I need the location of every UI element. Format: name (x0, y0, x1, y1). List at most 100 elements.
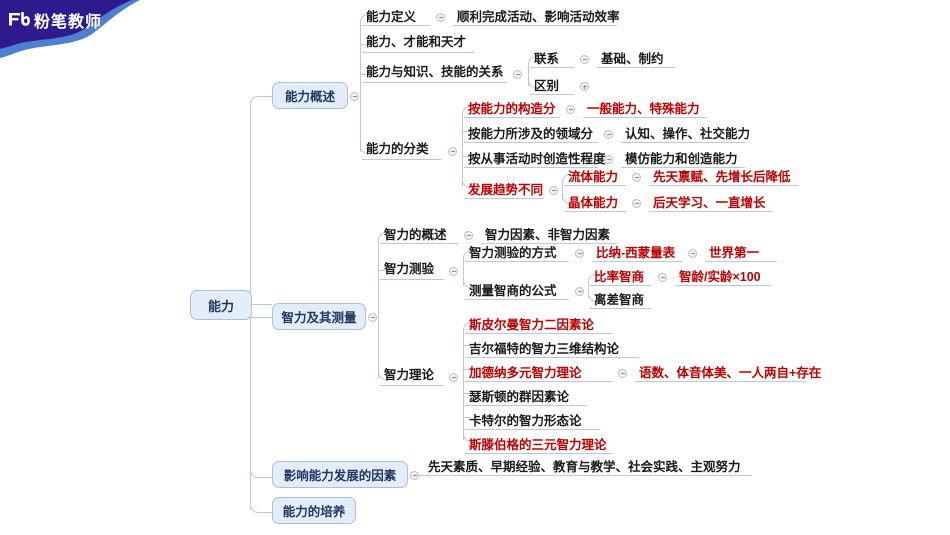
connector-elbow-factors (250, 468, 273, 478)
node-branch-intelligence[interactable]: 智力及其测量 (272, 303, 366, 330)
node-branch-overview-label: 能力概述 (284, 90, 335, 104)
toggle-intelligence[interactable] (368, 313, 377, 322)
node-theory-thurstone[interactable]: 瑟斯顿的群因素论 (469, 390, 570, 404)
node-branch-factors[interactable]: 影响能力发展的因素 (272, 461, 408, 488)
connector-trend-spine (562, 182, 563, 200)
node-fluid-ability-detail[interactable]: 先天禀赋、先增长后降低 (653, 170, 791, 184)
connector-elbow-def (360, 14, 371, 24)
underline-intelligence-overview (380, 243, 458, 244)
node-classify-by-domain[interactable]: 按能力所涉及的领域分 (468, 127, 594, 141)
toggle-binet-simon-scale[interactable] (688, 249, 697, 258)
toggle-iq-formula[interactable] (575, 287, 584, 296)
connector-stub-guilford (463, 345, 471, 346)
node-root-label: 能力 (207, 298, 234, 314)
underline-binet-simon-scale (592, 261, 682, 262)
toggle-overview[interactable] (350, 92, 359, 101)
underline-relation-difference (530, 94, 574, 95)
toggle-intelligence-test[interactable] (449, 267, 458, 276)
node-iq-formula[interactable]: 测量智商的公式 (469, 284, 557, 298)
toggle-ability-classification[interactable] (448, 147, 457, 156)
underline-theory-gardner-detail (635, 381, 807, 382)
underline-theory-spearman (465, 333, 613, 334)
connector-intelligence-spine (378, 240, 379, 378)
node-relation-link-detail[interactable]: 基础、制约 (601, 52, 664, 66)
underline-iq-formula (465, 299, 569, 300)
toggle-fluid-ability[interactable] (632, 173, 641, 182)
node-ability-classification[interactable]: 能力的分类 (366, 142, 429, 156)
toggle-ratio-iq[interactable] (658, 273, 667, 282)
underline-theory-sternberg (465, 453, 613, 454)
connector-iqformula-spine (588, 282, 589, 298)
underline-theory-guilford (465, 357, 639, 358)
underline-ratio-iq-formula (675, 285, 771, 286)
connector-elbow-deviation-iq (588, 292, 597, 302)
node-root[interactable]: 能力 (190, 290, 252, 320)
node-intelligence-theory[interactable]: 智力理论 (384, 368, 435, 382)
connector-stub-domain (462, 131, 470, 132)
toggle-intelligence-theory[interactable] (449, 373, 458, 382)
underline-ratio-iq (590, 285, 652, 286)
toggle-relation-difference[interactable] (580, 82, 589, 91)
node-theory-gardner-detail[interactable]: 语数、体音体美、一人两自+存在 (639, 366, 822, 380)
connector-stub-creativity (462, 156, 470, 157)
node-intelligence-overview[interactable]: 智力的概述 (384, 228, 447, 242)
node-ratio-iq[interactable]: 比率智商 (594, 270, 645, 284)
node-classify-by-trend[interactable]: 发展趋势不同 (468, 183, 544, 197)
toggle-test-method[interactable] (575, 249, 584, 258)
node-classify-creativity-detail[interactable]: 模仿能力和创造能力 (625, 152, 738, 166)
node-factors-detail[interactable]: 先天素质、早期经验、教育与教学、社会实践、主观努力 (428, 460, 741, 474)
connector-elbow-difference (528, 78, 537, 88)
node-relation-difference[interactable]: 区别 (534, 79, 560, 93)
toggle-factors[interactable] (410, 471, 419, 480)
node-crystal-ability[interactable]: 晶体能力 (568, 196, 619, 210)
node-world-first[interactable]: 世界第一 (709, 246, 760, 260)
node-deviation-iq[interactable]: 离差智商 (594, 293, 645, 307)
toggle-classify-by-creativity[interactable] (604, 155, 613, 164)
node-fluid-ability[interactable]: 流体能力 (568, 170, 619, 184)
connector-elbow-classify (360, 144, 371, 154)
connector-stub-thurstone (463, 393, 471, 394)
connector-overview-spine (360, 22, 361, 152)
node-ability-talent-genius[interactable]: 能力、才能和天才 (366, 35, 467, 49)
toggle-classify-by-domain[interactable] (604, 130, 613, 139)
node-theory-cattell[interactable]: 卡特尔的智力形态论 (469, 414, 582, 428)
toggle-ability-knowledge-relation[interactable] (513, 70, 522, 79)
node-intelligence-overview-detail[interactable]: 智力因素、非智力因素 (485, 228, 611, 242)
underline-crystal-ability (564, 211, 626, 212)
node-classify-domain-detail[interactable]: 认知、操作、社交能力 (625, 127, 751, 141)
node-relation-link[interactable]: 联系 (534, 52, 560, 66)
fenbi-logo-icon (8, 10, 30, 28)
toggle-classify-by-trend[interactable] (549, 186, 558, 195)
underline-intelligence-overview-detail (481, 243, 617, 244)
node-ability-definition[interactable]: 能力定义 (366, 10, 417, 24)
node-ability-definition-detail[interactable]: 顺利完成活动、影响活动效率 (457, 10, 620, 24)
node-theory-spearman[interactable]: 斯皮尔曼智力二因素论 (469, 318, 595, 332)
underline-ability-definition (362, 25, 430, 26)
toggle-ability-definition[interactable] (436, 13, 445, 22)
connector-stub-gardner (463, 369, 471, 370)
node-classify-structure-detail[interactable]: 一般能力、特殊能力 (587, 102, 700, 116)
connector-theory-spine (463, 330, 464, 440)
underline-factors-detail (424, 475, 752, 476)
node-branch-overview[interactable]: 能力概述 (272, 82, 348, 109)
node-test-method[interactable]: 智力测验的方式 (469, 246, 557, 260)
node-classify-by-structure[interactable]: 按能力的构造分 (468, 102, 556, 116)
node-theory-gardner[interactable]: 加德纳多元智力理论 (469, 366, 582, 380)
node-classify-by-creativity[interactable]: 按从事活动时创造性程度 (468, 152, 606, 166)
connector-elbow-trend (462, 178, 471, 188)
node-ability-knowledge-relation[interactable]: 能力与知识、技能的关系 (366, 65, 504, 79)
toggle-intelligence-overview[interactable] (464, 231, 473, 240)
node-theory-guilford[interactable]: 吉尔福特的智力三维结构论 (469, 342, 620, 356)
node-binet-simon-scale[interactable]: 比纳-西蒙量表 (596, 246, 676, 260)
toggle-classify-by-structure[interactable] (566, 105, 575, 114)
toggle-crystal-ability[interactable] (632, 199, 641, 208)
node-intelligence-test[interactable]: 智力测验 (384, 262, 435, 276)
underline-ability-classification (362, 159, 442, 160)
toggle-theory-gardner[interactable] (618, 369, 627, 378)
node-branch-cultivation[interactable]: 能力的培养 (272, 497, 356, 524)
node-branch-cultivation-label: 能力的培养 (282, 505, 346, 519)
node-theory-sternberg[interactable]: 斯滕伯格的三元智力理论 (469, 438, 607, 452)
toggle-relation-link[interactable] (580, 55, 589, 64)
node-crystal-ability-detail[interactable]: 后天学习、一直增长 (653, 196, 766, 210)
node-ratio-iq-formula[interactable]: 智龄/实龄×100 (679, 270, 761, 284)
